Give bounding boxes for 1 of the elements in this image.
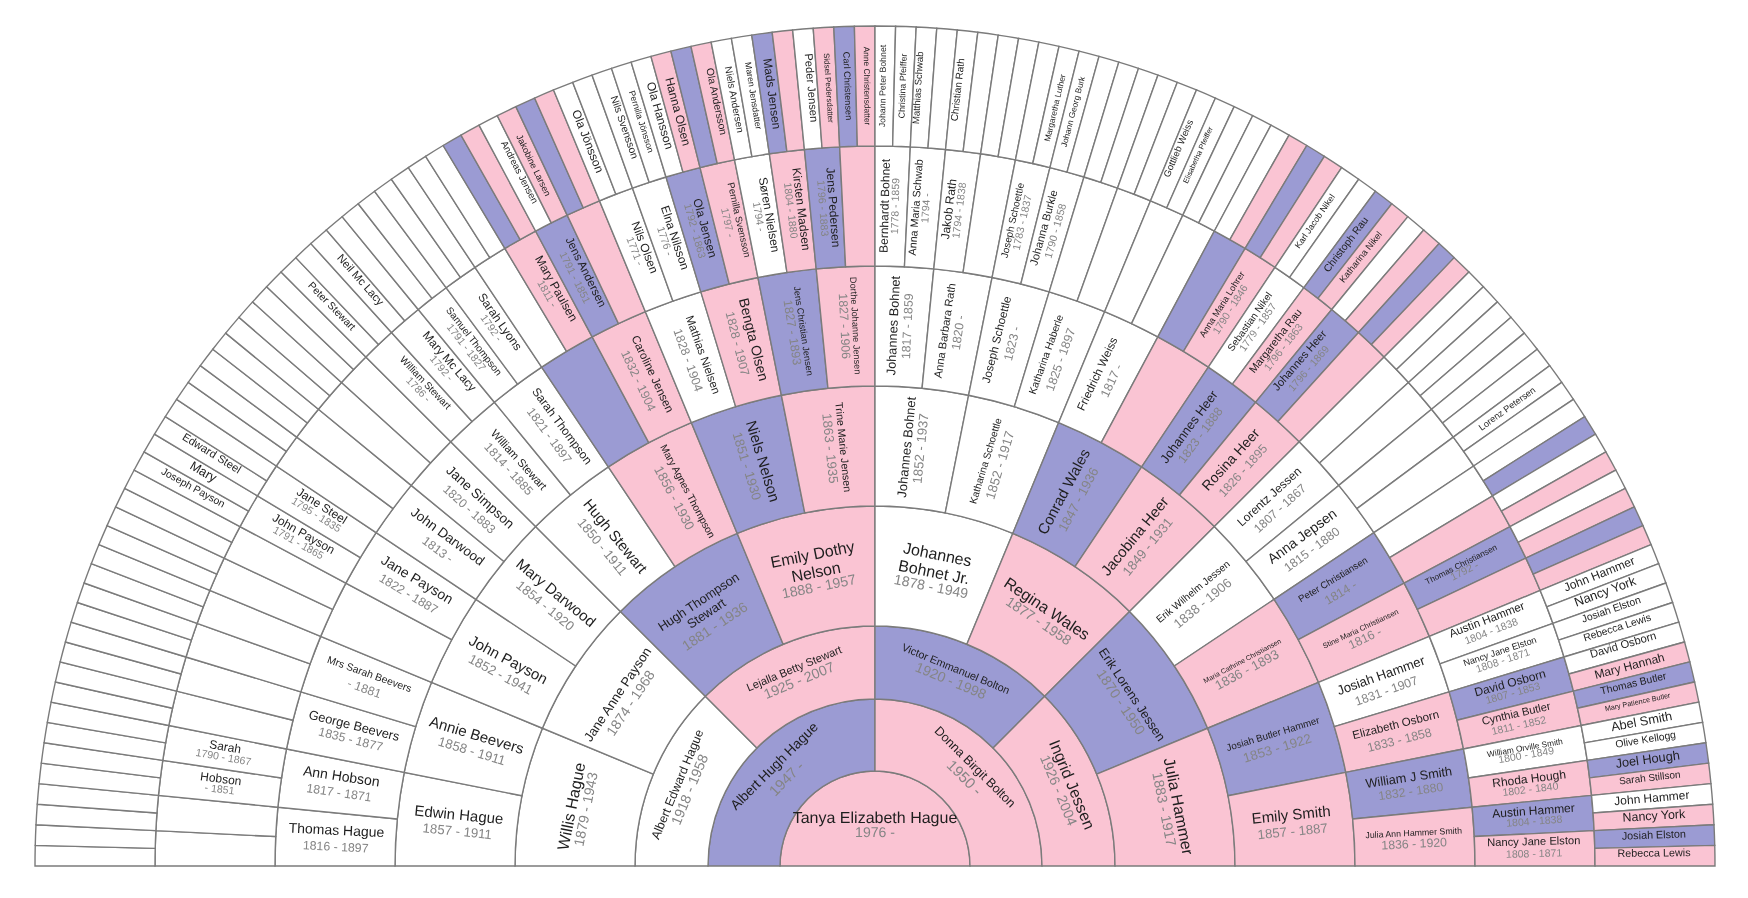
person-name: Tanya Elizabeth Hague (792, 808, 958, 827)
